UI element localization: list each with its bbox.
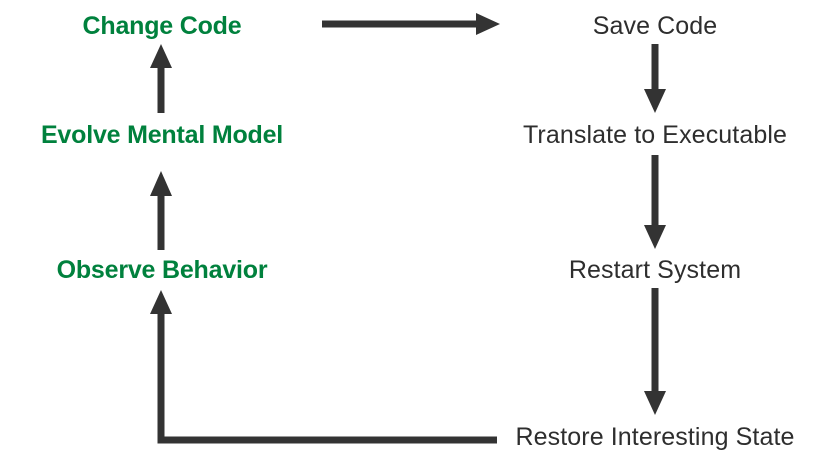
- edge-evolve-to-change-arrow: [150, 44, 172, 113]
- edge-change-to-save-arrow: [322, 13, 500, 35]
- node-change-code: Change Code: [82, 12, 242, 40]
- node-restart-system: Restart System: [568, 256, 742, 284]
- edge-observe-to-evolve-arrow: [150, 171, 172, 250]
- edge-restore-to-observe-arrow: [150, 290, 497, 444]
- edge-restart-to-restore-arrow: [644, 288, 666, 415]
- edge-translate-to-restart-arrow: [644, 155, 666, 249]
- node-save-code: Save Code: [592, 12, 718, 40]
- node-observe-behavior: Observe Behavior: [56, 256, 268, 284]
- node-translate-to-executable: Translate to Executable: [522, 121, 788, 149]
- node-evolve-mental-model: Evolve Mental Model: [40, 121, 284, 149]
- node-restore-interesting-state: Restore Interesting State: [515, 423, 795, 451]
- edge-save-to-translate-arrow: [644, 44, 666, 113]
